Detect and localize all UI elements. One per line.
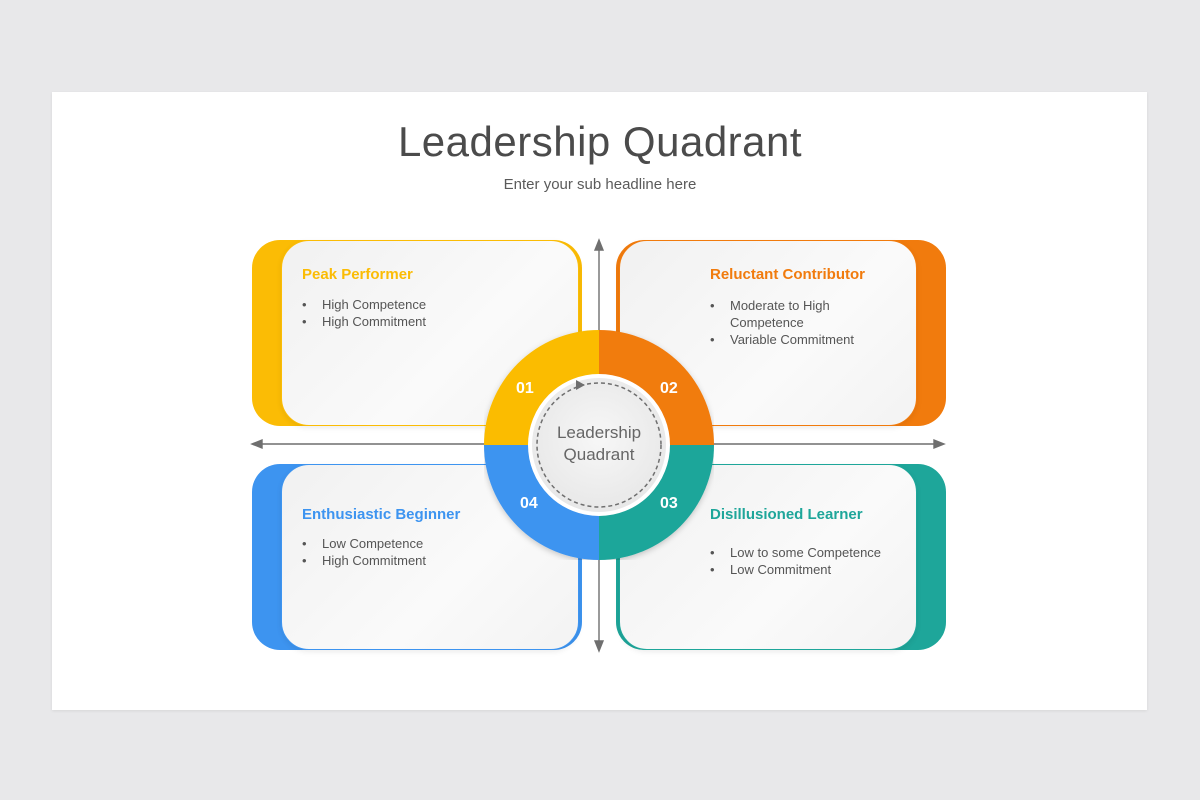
quadrant-2-list: Moderate to High Competence Variable Com… <box>710 297 900 348</box>
list-item: Variable Commitment <box>710 331 900 348</box>
arrow-right-icon <box>933 438 946 450</box>
center-label-line-1: Leadership <box>556 423 642 442</box>
list-item: High Commitment <box>302 313 542 330</box>
center-ring <box>484 330 714 560</box>
quadrant-1-title: Peak Performer <box>302 266 413 283</box>
quadrant-3-list: Low to some Competence Low Commitment <box>710 544 910 578</box>
quadrant-1-list: High Competence High Commitment <box>302 296 542 330</box>
list-item: High Commitment <box>302 552 542 569</box>
page-title: Leadership Quadrant <box>397 118 803 165</box>
arrow-down-icon <box>593 640 605 653</box>
quadrant-4-list: Low Competence High Commitment <box>302 535 542 569</box>
list-item: High Competence <box>302 296 542 313</box>
quadrant-2-number: 02 <box>660 380 678 397</box>
quadrant-3-number: 03 <box>660 495 678 512</box>
page-subtitle: Enter your sub headline here <box>503 176 697 193</box>
center-label: Leadership Quadrant <box>539 422 659 466</box>
quadrant-2-title: Reluctant Contributor <box>710 266 865 283</box>
dashed-cycle <box>536 382 662 508</box>
list-item: Low to some Competence <box>710 544 910 561</box>
cycle-arrow-icon <box>576 380 585 390</box>
quadrant-3-title: Disillusioned Learner <box>710 506 863 523</box>
quadrant-1-number: 01 <box>516 380 534 397</box>
list-item: Low Commitment <box>710 561 910 578</box>
arrow-up-icon <box>593 238 605 251</box>
list-item: Moderate to High Competence <box>710 297 900 331</box>
quadrant-4-title: Enthusiastic Beginner <box>302 506 461 523</box>
list-item: Low Competence <box>302 535 542 552</box>
center-label-line-2: Quadrant <box>563 445 635 464</box>
inner-circle <box>528 374 670 516</box>
quadrant-4-number: 04 <box>520 495 538 512</box>
arrow-left-icon <box>250 438 263 450</box>
